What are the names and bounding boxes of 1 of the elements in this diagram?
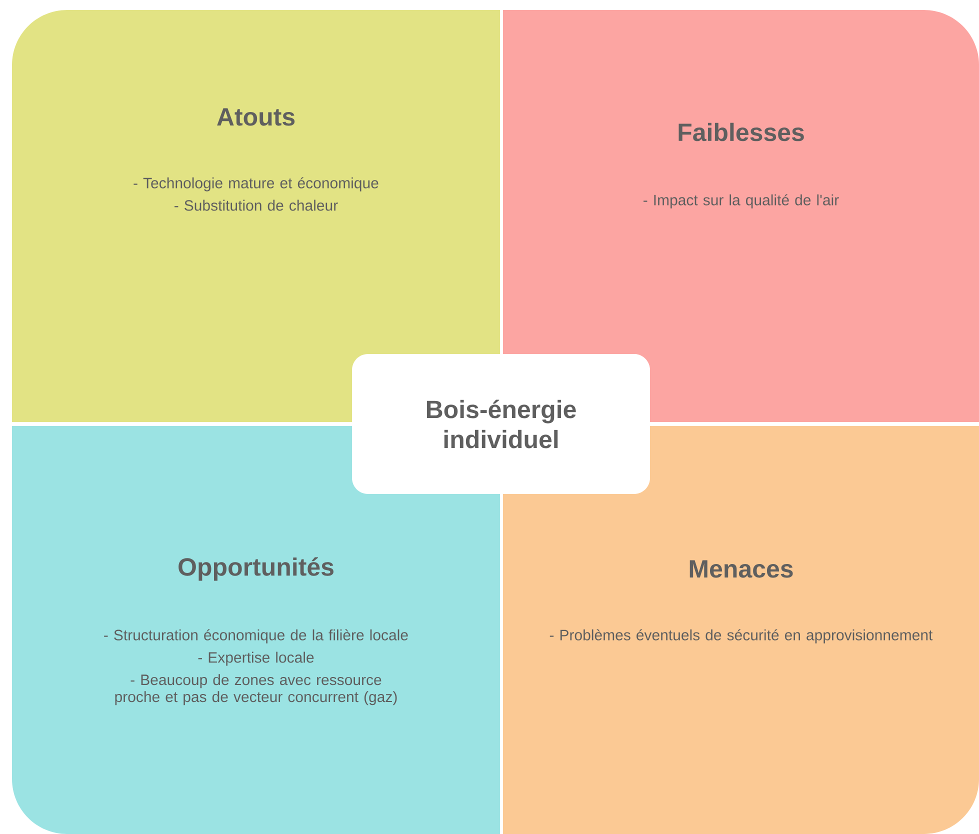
title-box: Bois-énergie individuel — [352, 354, 650, 494]
